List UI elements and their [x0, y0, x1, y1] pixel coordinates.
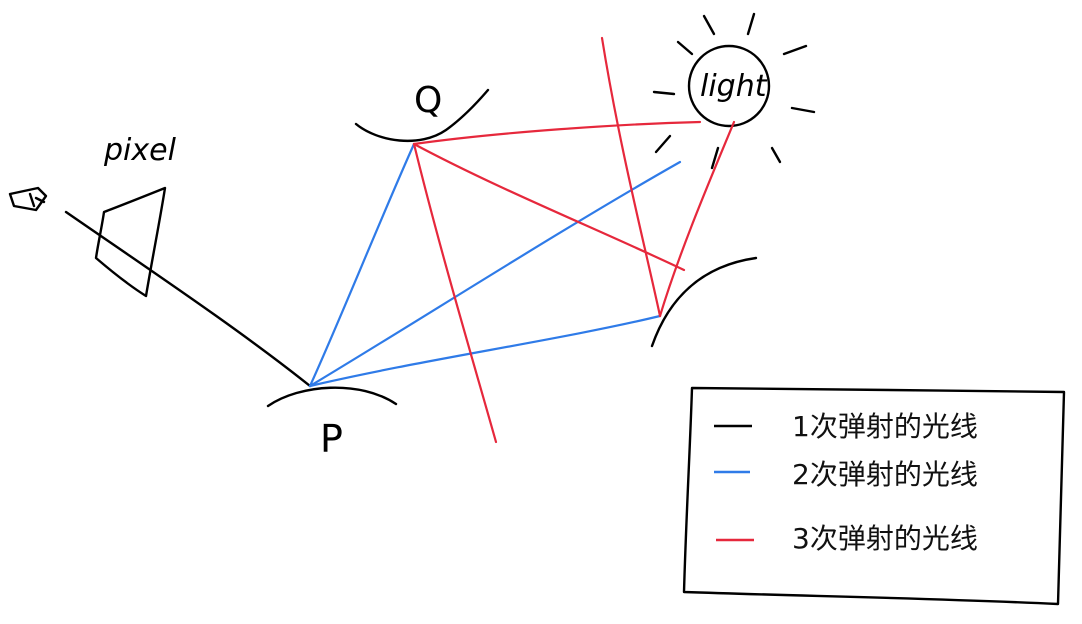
- surface-p: [266, 386, 398, 408]
- legend-box: [682, 386, 1066, 606]
- pixel-label: pixel: [103, 133, 177, 168]
- point-q-label: Q: [414, 80, 442, 121]
- legend-label-blue: 2次弹射的光线: [792, 458, 978, 491]
- surface-q: [354, 88, 490, 142]
- primary-ray: [64, 210, 312, 388]
- blue-rays: [308, 142, 682, 388]
- red-ray-vertical: [600, 36, 662, 318]
- legend: 1次弹射的光线 2次弹射的光线 3次弹射的光线: [682, 386, 1066, 606]
- surface-right: [650, 256, 758, 348]
- light-label: light: [700, 69, 768, 104]
- legend-label-red: 3次弹射的光线: [792, 522, 978, 555]
- blue-ray-p-to-q: [308, 142, 416, 388]
- legend-item-blue: 2次弹射的光线: [714, 458, 978, 491]
- point-p-label: P: [320, 417, 343, 461]
- pixel-plane: [94, 186, 167, 298]
- legend-label-black: 1次弹射的光线: [792, 410, 978, 443]
- red-ray-q-down: [412, 142, 498, 444]
- red-rays: [412, 36, 736, 444]
- blue-ray-p-to-right: [308, 314, 662, 388]
- eye-icon: [8, 186, 48, 212]
- legend-item-red: 3次弹射的光线: [716, 522, 978, 555]
- sun-icon: [652, 12, 816, 170]
- blue-ray-p-to-light-dir: [308, 160, 682, 388]
- legend-item-black: 1次弹射的光线: [714, 410, 978, 443]
- red-ray-q-to-light: [412, 120, 702, 146]
- red-ray-q-to-right: [412, 142, 686, 272]
- red-ray-right-to-light: [658, 120, 736, 318]
